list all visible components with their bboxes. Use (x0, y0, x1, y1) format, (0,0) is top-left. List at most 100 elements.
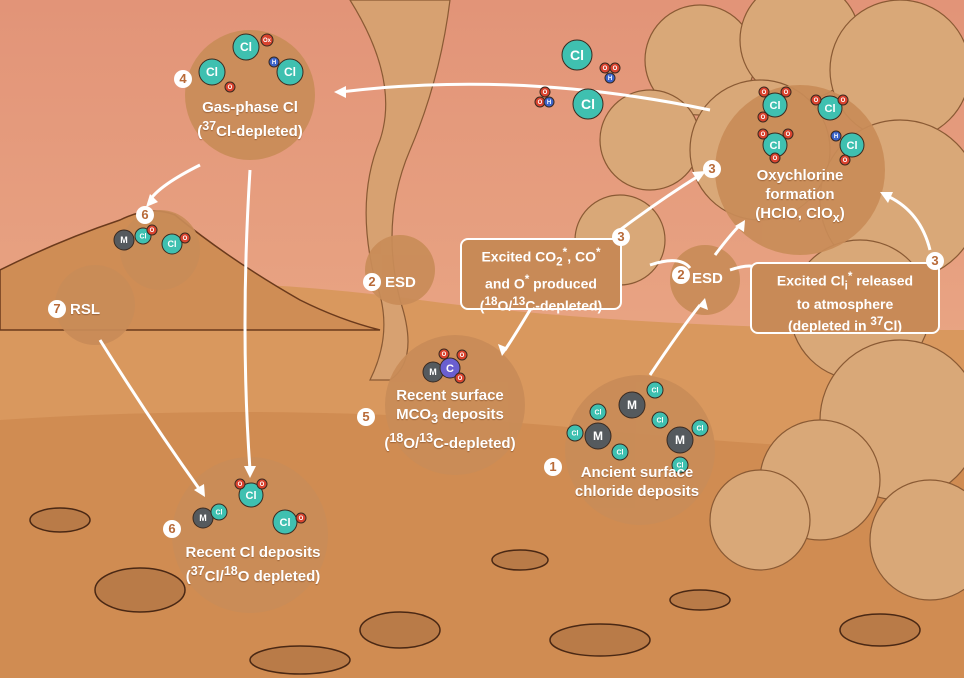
text-part: C-depleted) (525, 297, 603, 314)
chlorine-atom: Cl (839, 132, 865, 158)
text-part: Cl-depleted) (216, 123, 303, 140)
svg-text:M: M (627, 398, 637, 412)
oxygen-atom: O (454, 372, 466, 384)
svg-text:Cl: Cl (697, 425, 704, 432)
chlorine-atom: Cl (651, 411, 669, 429)
text-part: O/ (497, 297, 513, 314)
ancient-label: Ancient surface chloride deposits (562, 463, 712, 501)
svg-text:Cl: Cl (570, 47, 584, 63)
svg-text:Cl: Cl (240, 40, 252, 54)
oxygen-atom: O (599, 62, 611, 74)
svg-text:Cl: Cl (168, 239, 177, 249)
metal-atom: M (666, 426, 694, 454)
subscript: x (832, 211, 840, 225)
svg-text:M: M (120, 235, 128, 245)
chlorine-atom: Cl (238, 482, 264, 508)
oxygen-atom: O (179, 232, 191, 244)
step-number-1: 1 (544, 458, 562, 476)
text-part: MCO (396, 406, 432, 423)
excited-co2-line1: Excited CO2*, CO* (468, 244, 614, 271)
svg-text:H: H (608, 76, 612, 82)
text-part: ( (384, 435, 390, 452)
svg-text:O: O (762, 90, 767, 96)
chlorine-atom: Cl (572, 88, 604, 120)
oxygen-atom: O (438, 348, 450, 360)
hydrogen-atom: H (268, 56, 280, 68)
step-number-3-co2: 3 (612, 228, 630, 246)
chlorine-atom: Cl (198, 58, 226, 86)
svg-text:O: O (761, 132, 766, 138)
chlorine-atom: Cl (210, 503, 228, 521)
rsl-label: RSL (70, 301, 100, 318)
oxygen-atom: O (224, 81, 236, 93)
text-part: released (852, 272, 914, 289)
svg-text:O: O (786, 132, 791, 138)
chlorine-atom: Cl (671, 456, 689, 474)
text-part: O depleted) (237, 568, 321, 585)
subscript: 3 (431, 412, 439, 426)
svg-text:Cl: Cl (572, 430, 579, 437)
oxygen-atom: O (456, 349, 468, 361)
svg-text:Cl: Cl (617, 449, 624, 456)
mco3-line3: (18O/13C-depleted) (370, 429, 530, 453)
esd-right-label: ESD (692, 270, 723, 287)
svg-text:O: O (773, 156, 778, 162)
superscript: 13 (419, 431, 434, 445)
chlorine-atom: Cl (646, 381, 664, 399)
step-number-7: 7 (48, 300, 66, 318)
svg-text:O: O (538, 100, 543, 106)
oxychlorine-line1: Oxychlorine (756, 167, 844, 184)
gas-phase-title: Gas-phase Cl (202, 99, 298, 116)
svg-text:Cl: Cl (770, 100, 781, 112)
oxygen-atom: O (780, 86, 792, 98)
oxygen-atom: O (757, 128, 769, 140)
mco3-line2: MCO3 deposits (370, 405, 530, 429)
chlorine-atom: Cl (762, 92, 788, 118)
oxygen-atom: O (295, 512, 307, 524)
svg-text:Cl: Cl (825, 103, 836, 115)
superscript: 37 (202, 119, 217, 133)
svg-text:O: O (228, 85, 233, 91)
ancient-line2: chloride deposits (574, 483, 700, 500)
oxygen-atom: O (234, 478, 246, 490)
recent-cl-label: Recent Cl deposits (37Cl/18O depleted) (168, 543, 338, 586)
oxychlorine-line3: (HClO, ClOx) (735, 204, 865, 228)
svg-text:Cl: Cl (246, 490, 257, 502)
excited-cl-box: Excited Cli* released to atmosphere (dep… (750, 262, 940, 334)
chlorine-atom: Cl (691, 419, 709, 437)
svg-text:O: O (814, 98, 819, 104)
svg-text:Cl: Cl (652, 387, 659, 394)
oxychlorine-label: Oxychlorine formation (HClO, ClOx) (735, 166, 865, 228)
superscript: * (595, 246, 601, 259)
svg-text:Cl: Cl (280, 517, 291, 529)
svg-text:O: O (460, 353, 465, 359)
svg-text:O: O (841, 98, 846, 104)
svg-text:Cl: Cl (284, 65, 296, 79)
text-part: O/ (403, 435, 420, 452)
oxygen-atom: O (609, 62, 621, 74)
oxygen-atom: O (146, 224, 158, 236)
oxygen-atom: O (837, 94, 849, 106)
excited-co2-box: Excited CO2*, CO* and O* produced (18O/1… (460, 238, 622, 314)
gas-phase-label: Gas-phase Cl (37Cl-depleted) (180, 98, 320, 141)
svg-text:H: H (272, 60, 276, 66)
step-number-2-left: 2 (363, 273, 381, 291)
hydrogen-atom: H (604, 72, 616, 84)
metal-atom: M (192, 507, 214, 529)
chlorine-atom: Cl (817, 95, 843, 121)
chlorine-atom: Cl (232, 33, 260, 61)
superscript: 13 (512, 295, 526, 309)
subscript: 2 (556, 255, 563, 269)
recent-cl-line1: Recent Cl deposits (185, 544, 321, 561)
svg-text:Cl: Cl (770, 140, 781, 152)
metal-atom: M (113, 229, 135, 251)
oxygen-atom: O (810, 94, 822, 106)
svg-text:O: O (150, 228, 155, 234)
text-part: deposits (438, 406, 504, 423)
superscript: * (562, 246, 568, 259)
svg-text:Cl: Cl (677, 462, 684, 469)
excited-cl-line1: Excited Cli* released (758, 268, 932, 295)
svg-text:M: M (593, 429, 603, 443)
svg-text:Ox: Ox (263, 38, 272, 44)
